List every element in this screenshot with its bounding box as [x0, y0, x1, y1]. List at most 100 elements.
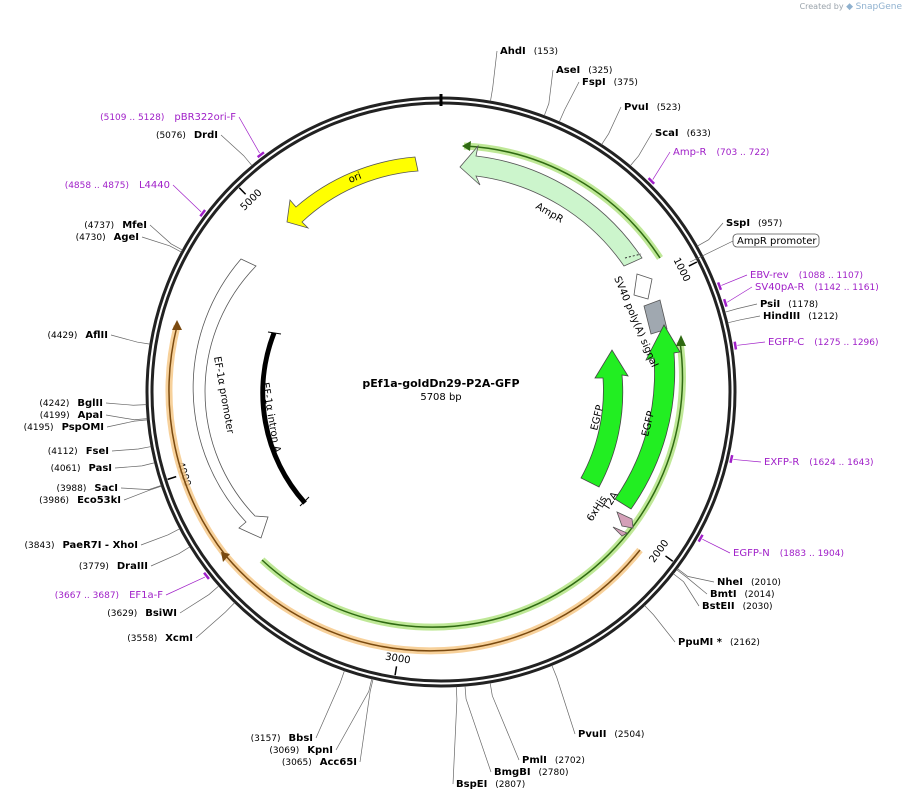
orf-arc-bottom-green-line [261, 341, 684, 628]
restriction-site[interactable]: (3065)Acc65I [282, 757, 357, 768]
site-position: (3157) [251, 734, 281, 744]
site-name: BmtI [710, 589, 737, 600]
primer-mark [733, 341, 738, 350]
site-position: (4730) [76, 233, 106, 243]
restriction-site[interactable]: (5076)DrdI [156, 130, 218, 141]
site-leader [315, 670, 345, 739]
site-name: DrdI [194, 130, 218, 141]
primer-name: EF1a-F [129, 590, 163, 601]
restriction-site[interactable]: (3988)SacI [56, 483, 118, 494]
site-name: AflII [85, 330, 108, 341]
restriction-site[interactable]: FspI(375) [582, 77, 638, 88]
restriction-site[interactable]: BmgBI(2780) [494, 767, 568, 778]
primer-label[interactable]: Amp-R(703 .. 722) [673, 147, 769, 158]
restriction-site[interactable]: PsiI (1178) [760, 299, 818, 310]
restriction-site[interactable]: PvuII(2504) [578, 729, 644, 740]
site-leader [111, 446, 152, 452]
primer-mark [256, 151, 265, 159]
restriction-site[interactable]: HindIII(1212) [763, 311, 838, 322]
site-leader [359, 678, 374, 763]
restriction-site[interactable]: (4112)FseI [48, 446, 109, 457]
site-leader [490, 50, 498, 102]
primer-range: (1624 .. 1643) [809, 458, 873, 468]
restriction-site[interactable]: AseI(325) [556, 65, 612, 76]
primer-name: EBV-rev [750, 270, 789, 281]
primer-mark [722, 298, 728, 307]
site-position: (4195) [24, 423, 54, 433]
restriction-site[interactable]: (4199)ApaI [40, 410, 103, 421]
feature-sv40-polya [643, 299, 668, 335]
scale-tick-label: 3000 [384, 652, 411, 667]
restriction-site[interactable]: BmtI(2014) [710, 589, 774, 600]
credit-brand: SnapGene [855, 2, 902, 12]
primer-leader [165, 576, 206, 596]
restriction-site[interactable]: (3558)XcmI [127, 633, 193, 644]
restriction-site[interactable]: (3157)BbsI [251, 733, 313, 744]
site-name: AgeI [114, 232, 139, 243]
site-leader [220, 134, 253, 166]
restriction-site[interactable]: (4242)BglII [39, 398, 103, 409]
intron-cap-top [267, 331, 282, 335]
primer-mark [647, 177, 656, 185]
label-ori: ori [347, 171, 363, 186]
restriction-site[interactable]: (3069)KpnI [269, 745, 333, 756]
restriction-site[interactable]: BstEII(2030) [702, 601, 773, 612]
primer-label[interactable]: EGFP-C(1275 .. 1296) [768, 337, 879, 348]
primer-range: (1088 .. 1107) [799, 271, 863, 281]
primer-label[interactable]: (4858 .. 4875)L4440 [65, 180, 170, 191]
restriction-site[interactable]: SspI(957) [726, 218, 782, 229]
site-position: (1178) [788, 300, 818, 310]
restriction-site[interactable]: NheI(2010) [717, 577, 781, 588]
primer-range: (1275 .. 1296) [814, 338, 878, 348]
primer-label[interactable]: (3667 .. 3687)EF1a-F [55, 590, 163, 601]
site-leader [179, 585, 220, 614]
restriction-site[interactable]: (4429)AflII [47, 330, 108, 341]
restriction-site[interactable]: (4737)MfeI [84, 220, 147, 231]
feature-ef1a-promoter [192, 258, 269, 539]
site-name: PvuII [578, 729, 606, 740]
orf-arc-bottom-line-outer [225, 549, 641, 652]
restriction-site[interactable]: (3843)PaeR7I - XhoI [25, 540, 138, 551]
primer-leader [238, 116, 260, 154]
site-leader [149, 224, 183, 251]
primer-label[interactable]: SV40pA-R(1142 .. 1161) [755, 282, 879, 293]
restriction-site[interactable]: (3629)BsiWI [107, 608, 177, 619]
feature-ef1a-intron [260, 332, 307, 505]
site-name: SacI [94, 483, 118, 494]
site-leader [452, 686, 458, 785]
site-name: AseI [556, 65, 580, 76]
snapgene-credit: Created by ◆ SnapGene [800, 2, 902, 12]
site-name: Eco53kI [77, 495, 121, 506]
site-position: (1212) [808, 312, 838, 322]
restriction-site[interactable]: (3779)DraIII [79, 561, 148, 572]
feature-t2a [616, 511, 634, 529]
ampr-promoter-leader [689, 240, 734, 263]
primer-name: L4440 [139, 180, 170, 191]
restriction-site[interactable]: ScaI(633) [655, 128, 711, 139]
restriction-site[interactable]: PmlI(2702) [522, 755, 585, 766]
primer-label[interactable]: EGFP-N(1883 .. 1904) [733, 548, 844, 559]
primer-name: EGFP-N [733, 548, 770, 559]
site-name: MfeI [122, 220, 147, 231]
restriction-site[interactable]: (4195)PspOMI [24, 422, 104, 433]
credit-prefix: Created by [799, 2, 844, 11]
restriction-site[interactable]: BspEI(2807) [456, 779, 525, 790]
primer-mark [729, 454, 734, 464]
site-leader [150, 546, 191, 567]
restriction-site[interactable]: (4730) AgeI [76, 232, 139, 243]
primer-label[interactable]: EBV-rev (1088 .. 1107) [750, 270, 863, 281]
site-position: (2702) [555, 756, 585, 766]
site-position: (3986) [39, 496, 69, 506]
primer-label[interactable]: (5109 .. 5128)pBR322ori-F [100, 112, 236, 123]
restriction-site[interactable]: (4061)PasI [51, 463, 112, 474]
orf-arrow-head-top [462, 141, 471, 151]
restriction-site[interactable]: PvuI(523) [624, 102, 681, 113]
site-leader [141, 236, 182, 253]
site-leader [543, 69, 554, 116]
restriction-site[interactable]: (3986) Eco53kI [39, 495, 121, 506]
restriction-site[interactable]: PpuMI *(2162) [678, 637, 760, 648]
restriction-site[interactable]: AhdI(153) [500, 46, 558, 57]
site-name: PsiI [760, 299, 780, 310]
primer-label[interactable]: EXFP-R(1624 .. 1643) [764, 457, 874, 468]
label-ef1a-promoter: EF-1α promoter [211, 356, 236, 436]
